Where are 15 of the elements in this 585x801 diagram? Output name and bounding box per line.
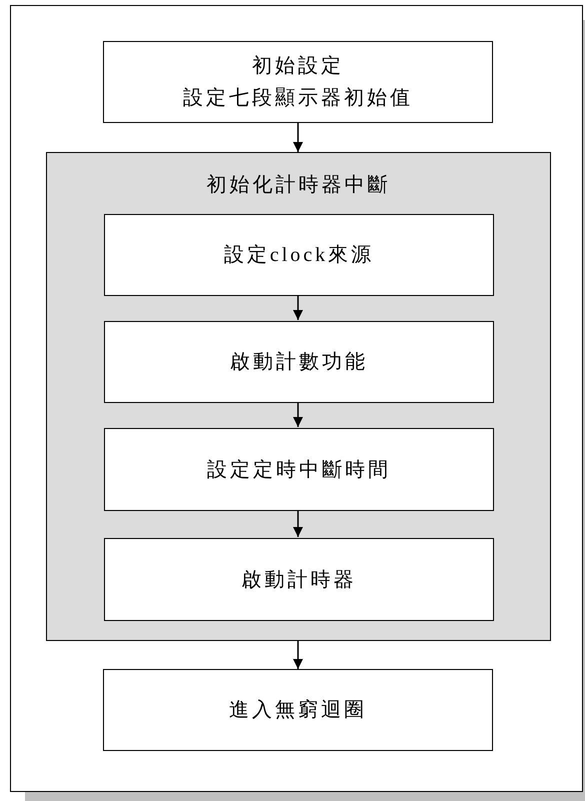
process-box: 進入無窮迴圈 — [103, 669, 493, 751]
process-box: 設定定時中斷時間 — [104, 428, 494, 511]
process-box: 設定clock來源 — [104, 214, 494, 296]
arrow — [293, 510, 303, 537]
box-text: 設定七段顯示器初始值 — [183, 86, 413, 111]
arrow — [293, 641, 303, 669]
process-box: 啟動計數功能 — [104, 321, 494, 403]
process-box: 啟動計時器 — [104, 538, 494, 621]
arrow — [293, 402, 303, 427]
group-title: 初始化計時器中斷 — [206, 173, 392, 198]
arrow — [293, 123, 303, 152]
arrow — [293, 295, 303, 320]
group-panel — [46, 152, 551, 641]
process-box — [103, 41, 493, 123]
box-heading: 初始設定 — [252, 54, 344, 79]
